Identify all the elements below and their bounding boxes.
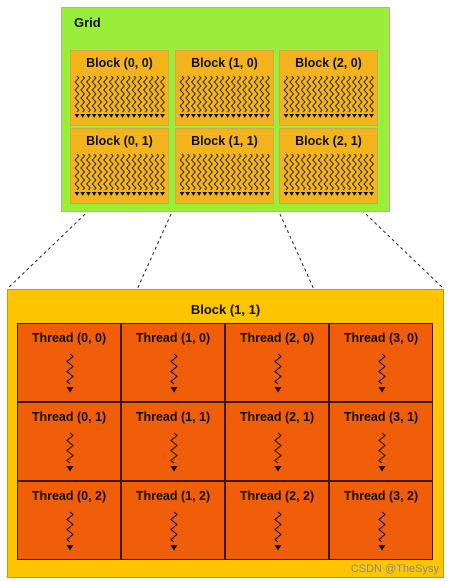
thread-cell-1-1: Thread (1, 1) — [121, 402, 225, 481]
thread-label: Thread (1, 1) — [135, 410, 211, 424]
thread-cell-2-2: Thread (2, 2) — [225, 481, 329, 560]
thread-cell-1-0: Thread (1, 0) — [121, 323, 225, 402]
grid-container: Grid Block (0, 0) Block (1, 0) Block (2,… — [61, 7, 390, 212]
thread-label: Thread (0, 1) — [31, 410, 107, 424]
thread-arrow-icon — [274, 353, 282, 393]
thread-arrow-icon — [170, 511, 178, 551]
thread-arrow-icon — [378, 353, 386, 393]
block-label: Block (1, 0) — [191, 56, 258, 70]
grid-block-1-1: Block (1, 1) — [175, 128, 274, 204]
thread-label: Thread (1, 2) — [135, 489, 211, 503]
thread-arrow-icon — [274, 432, 282, 472]
block-label: Block (0, 1) — [86, 134, 153, 148]
thread-arrows-icon — [74, 75, 165, 118]
thread-cell-3-1: Thread (3, 1) — [329, 402, 433, 481]
block-label: Block (2, 1) — [295, 134, 362, 148]
thread-label: Thread (3, 2) — [343, 489, 419, 503]
grid-block-1-0: Block (1, 0) — [175, 50, 274, 126]
thread-cell-0-0: Thread (0, 0) — [17, 323, 121, 402]
thread-arrow-icon — [66, 511, 74, 551]
grid-title: Grid — [74, 15, 101, 30]
thread-cell-0-2: Thread (0, 2) — [17, 481, 121, 560]
thread-arrows-icon — [74, 153, 165, 196]
thread-arrows-icon — [283, 75, 374, 118]
thread-arrow-icon — [170, 353, 178, 393]
block-label: Block (0, 0) — [86, 56, 153, 70]
thread-label: Thread (1, 0) — [135, 331, 211, 345]
thread-cell-2-1: Thread (2, 1) — [225, 402, 329, 481]
thread-label: Thread (3, 0) — [343, 331, 419, 345]
grid-block-2-1: Block (2, 1) — [279, 128, 378, 204]
grid-block-0-1: Block (0, 1) — [70, 128, 169, 204]
thread-cell-3-0: Thread (3, 0) — [329, 323, 433, 402]
block-label: Block (2, 0) — [295, 56, 362, 70]
thread-arrow-icon — [378, 511, 386, 551]
watermark: CSDN @TheSysy — [350, 563, 439, 575]
thread-label: Thread (0, 2) — [31, 489, 107, 503]
block-detail: Block (1, 1) Thread (0, 0) Thread (1, 0)… — [7, 289, 444, 578]
thread-arrow-icon — [66, 353, 74, 393]
thread-label: Thread (2, 2) — [239, 489, 315, 503]
thread-label: Thread (0, 0) — [31, 331, 107, 345]
thread-arrows-icon — [283, 153, 374, 196]
thread-arrows-icon — [179, 75, 270, 118]
thread-arrows-icon — [179, 153, 270, 196]
thread-arrow-icon — [378, 432, 386, 472]
thread-label: Thread (3, 1) — [343, 410, 419, 424]
thread-cell-3-2: Thread (3, 2) — [329, 481, 433, 560]
thread-cell-0-1: Thread (0, 1) — [17, 402, 121, 481]
thread-arrow-icon — [274, 511, 282, 551]
block-detail-title: Block (1, 1) — [190, 302, 261, 317]
thread-cell-1-2: Thread (1, 2) — [121, 481, 225, 560]
thread-label: Thread (2, 0) — [239, 331, 315, 345]
thread-cell-2-0: Thread (2, 0) — [225, 323, 329, 402]
thread-label: Thread (2, 1) — [239, 410, 315, 424]
grid-block-0-0: Block (0, 0) — [70, 50, 169, 126]
grid-block-2-0: Block (2, 0) — [279, 50, 378, 126]
thread-arrow-icon — [170, 432, 178, 472]
block-label: Block (1, 1) — [191, 134, 258, 148]
thread-arrow-icon — [66, 432, 74, 472]
